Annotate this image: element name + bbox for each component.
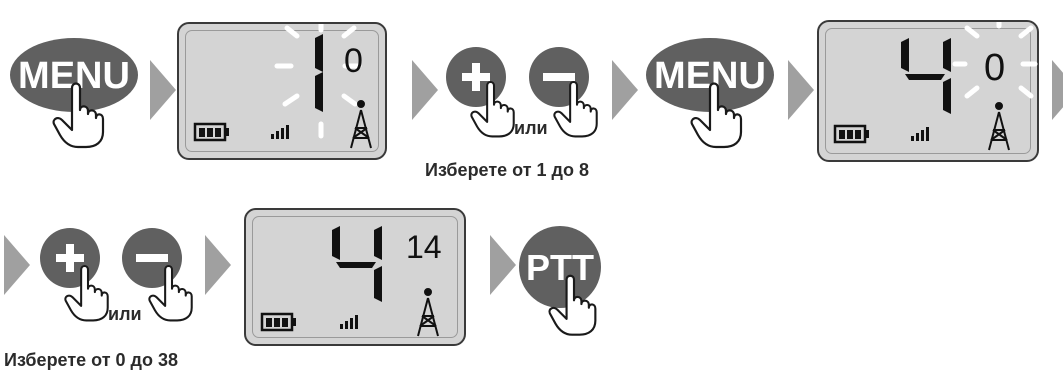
- signal-bars-icon: [911, 127, 929, 141]
- antenna-tower-icon: [417, 288, 439, 337]
- hand-pointer-icon: [553, 78, 601, 140]
- step-arrow: [205, 235, 235, 295]
- lcd-sub-digit: 0: [984, 47, 1005, 89]
- hand-pointer-icon: [148, 262, 196, 324]
- step-caption-row1: Изберете от 1 до 8: [425, 160, 589, 180]
- lcd-sub-digit: 14: [406, 229, 442, 265]
- step-arrow: [150, 60, 180, 120]
- lcd-display-step1: 0: [177, 22, 387, 160]
- signal-bars-icon: [340, 315, 358, 329]
- blink-rays: [952, 22, 1038, 99]
- or-connector: или: [108, 304, 142, 324]
- battery-icon: [260, 312, 296, 332]
- antenna-tower-icon: [988, 102, 1010, 151]
- hand-pointer-icon: [470, 78, 518, 140]
- hand-pointer-icon: [690, 80, 746, 150]
- ptt-button[interactable]: PTT: [517, 224, 607, 314]
- step-arrow: [612, 60, 642, 120]
- step-arrow: [1052, 60, 1063, 120]
- signal-bars-icon: [271, 125, 289, 139]
- ptt-button-label: PTT: [526, 247, 594, 288]
- blink-rays: [274, 24, 362, 139]
- lcd-main-digit: [332, 226, 382, 302]
- antenna-tower-icon: [350, 100, 372, 149]
- or-connector: или: [514, 118, 548, 138]
- battery-icon: [193, 122, 229, 142]
- lcd-display-step2: 0: [817, 20, 1039, 162]
- lcd-sub-digit: 0: [344, 42, 363, 80]
- step-arrow: [788, 60, 818, 120]
- battery-icon: [833, 124, 869, 144]
- step-arrow: [4, 235, 34, 295]
- lcd-main-digit: [901, 38, 951, 114]
- hand-pointer-icon: [548, 272, 600, 338]
- step-arrow: [412, 60, 442, 120]
- hand-pointer-icon: [64, 262, 112, 324]
- lcd-display-step3: 14: [244, 208, 466, 346]
- step-caption-row2: Изберете от 0 до 38: [4, 350, 178, 370]
- step-arrow: [490, 235, 520, 295]
- hand-pointer-icon: [52, 80, 108, 150]
- menu-button-step1[interactable]: MENU: [6, 35, 146, 135]
